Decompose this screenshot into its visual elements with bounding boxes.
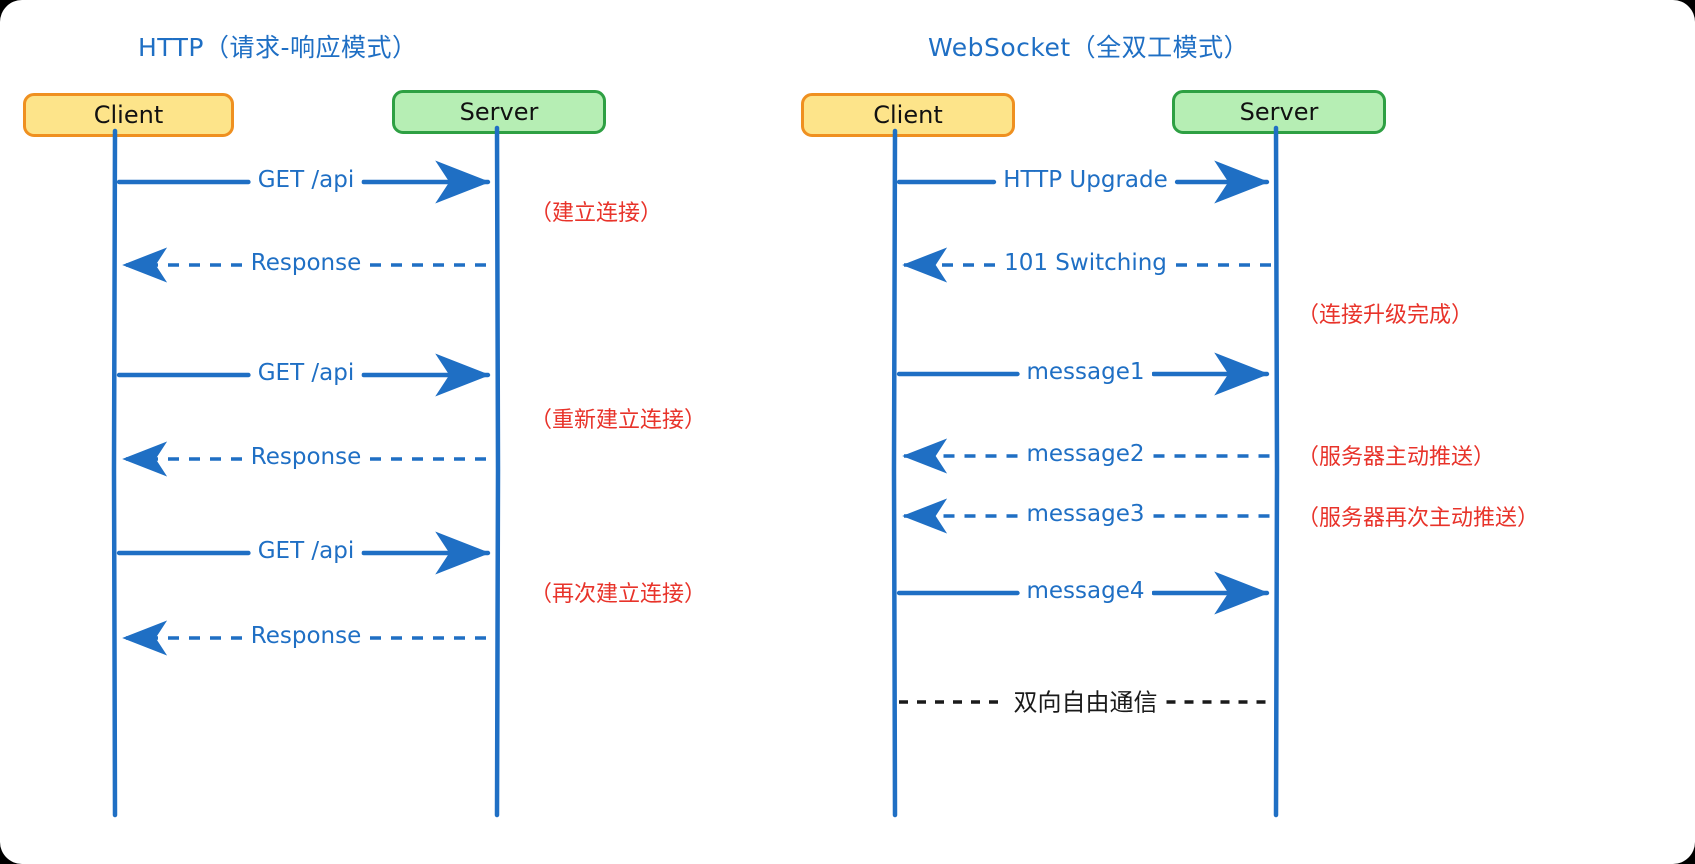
http-message-label-1: GET /api	[250, 167, 362, 193]
websocket-note-2: （服务器主动推送）	[1297, 445, 1496, 470]
websocket-note-3: （服务器再次主动推送）	[1297, 506, 1540, 531]
http-server-label: Server	[459, 98, 539, 126]
websocket-server-label: Server	[1239, 98, 1319, 126]
http-client-box[interactable]: Client	[23, 93, 234, 137]
websocket-message-label-6: message4	[1019, 578, 1152, 604]
websocket-server-box[interactable]: Server	[1172, 90, 1386, 134]
websocket-message-label-7: 双向自由通信	[1006, 682, 1165, 718]
websocket-message-label-3: message1	[1019, 359, 1152, 385]
websocket-message-label-4: message2	[1019, 441, 1152, 467]
http-message-label-4: Response	[243, 444, 369, 470]
http-message-label-5: GET /api	[250, 538, 362, 564]
websocket-diagram-title: WebSocket（全双工模式）	[928, 33, 1250, 62]
http-client-label: Client	[93, 101, 164, 129]
http-message-label-2: Response	[243, 250, 369, 276]
websocket-message-label-1: HTTP Upgrade	[996, 167, 1175, 193]
websocket-message-label-2: 101 Switching	[997, 250, 1174, 276]
websocket-message-label-5: message3	[1019, 501, 1152, 527]
websocket-note-1: （连接升级完成）	[1297, 303, 1474, 328]
http-note-1: （建立连接）	[530, 201, 663, 226]
http-message-label-6: Response	[243, 623, 369, 649]
http-note-3: （再次建立连接）	[530, 582, 707, 607]
http-message-label-3: GET /api	[250, 360, 362, 386]
http-lifelines	[111, 125, 501, 818]
http-server-box[interactable]: Server	[392, 90, 606, 134]
http-note-2: （重新建立连接）	[530, 408, 707, 433]
websocket-client-label: Client	[873, 101, 943, 129]
websocket-client-box[interactable]: Client	[801, 93, 1015, 137]
http-diagram-title: HTTP（请求-响应模式）	[138, 33, 418, 62]
